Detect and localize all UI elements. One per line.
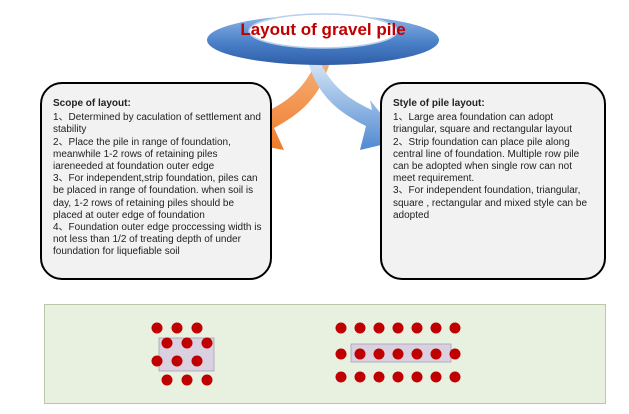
pile-dots (151, 322, 461, 386)
pile-dot (181, 337, 193, 349)
scope-item: 3、For independent,strip foundation, pile… (53, 173, 258, 221)
pile-dot (449, 322, 461, 334)
pile-dot (201, 337, 213, 349)
pile-dot (449, 371, 461, 383)
pile-dot (392, 371, 404, 383)
pile-dot (181, 374, 193, 386)
pile-dot (191, 322, 203, 334)
pile-dot (373, 371, 385, 383)
pile-dot (151, 355, 163, 367)
pile-dot (411, 371, 423, 383)
pile-dot (449, 348, 461, 360)
scope-item: 1、Determined by caculation of settlement… (53, 112, 261, 136)
pile-dot (354, 371, 366, 383)
pile-dot (335, 348, 347, 360)
pile-dot (171, 322, 183, 334)
pile-layout-diagram (151, 322, 461, 386)
pile-dot (354, 322, 366, 334)
pile-dot (161, 374, 173, 386)
pile-dot (430, 322, 442, 334)
pile-dot (354, 348, 366, 360)
pile-dot (373, 322, 385, 334)
style-item: 2、Strip foundation can place pile along … (393, 136, 580, 185)
pile-dot (335, 371, 347, 383)
title-ellipse (207, 13, 439, 65)
pile-dot (151, 322, 163, 334)
style-of-pile-layout-box: Style of pile layout: 1、Large area found… (380, 82, 606, 280)
pile-dot (430, 348, 442, 360)
style-item: 3、For independent foundation, triangular… (393, 185, 587, 221)
pile-dot (392, 322, 404, 334)
pile-dot (411, 348, 423, 360)
style-heading: Style of pile layout: (393, 98, 485, 109)
pile-dot (171, 355, 183, 367)
pile-dot (161, 337, 173, 349)
pile-dot (191, 355, 203, 367)
pile-dot (335, 322, 347, 334)
scope-of-layout-box: Scope of layout: 1、Determined by caculat… (40, 82, 272, 280)
scope-item: 4、Foundation outer edge proccessing widt… (53, 222, 262, 258)
pile-dot (411, 322, 423, 334)
pile-dot (430, 371, 442, 383)
style-item: 1、Large area foundation can adopt triang… (393, 112, 573, 136)
pile-dot (392, 348, 404, 360)
right-arrow (308, 58, 402, 150)
pile-layout-panel (44, 304, 606, 404)
scope-heading: Scope of layout: (53, 98, 131, 109)
scope-item: 2、Place the pile in range of foundation,… (53, 136, 231, 173)
pile-dot (201, 374, 213, 386)
diagram-title: Layout of gravel pile (240, 20, 406, 39)
pile-dot (373, 348, 385, 360)
